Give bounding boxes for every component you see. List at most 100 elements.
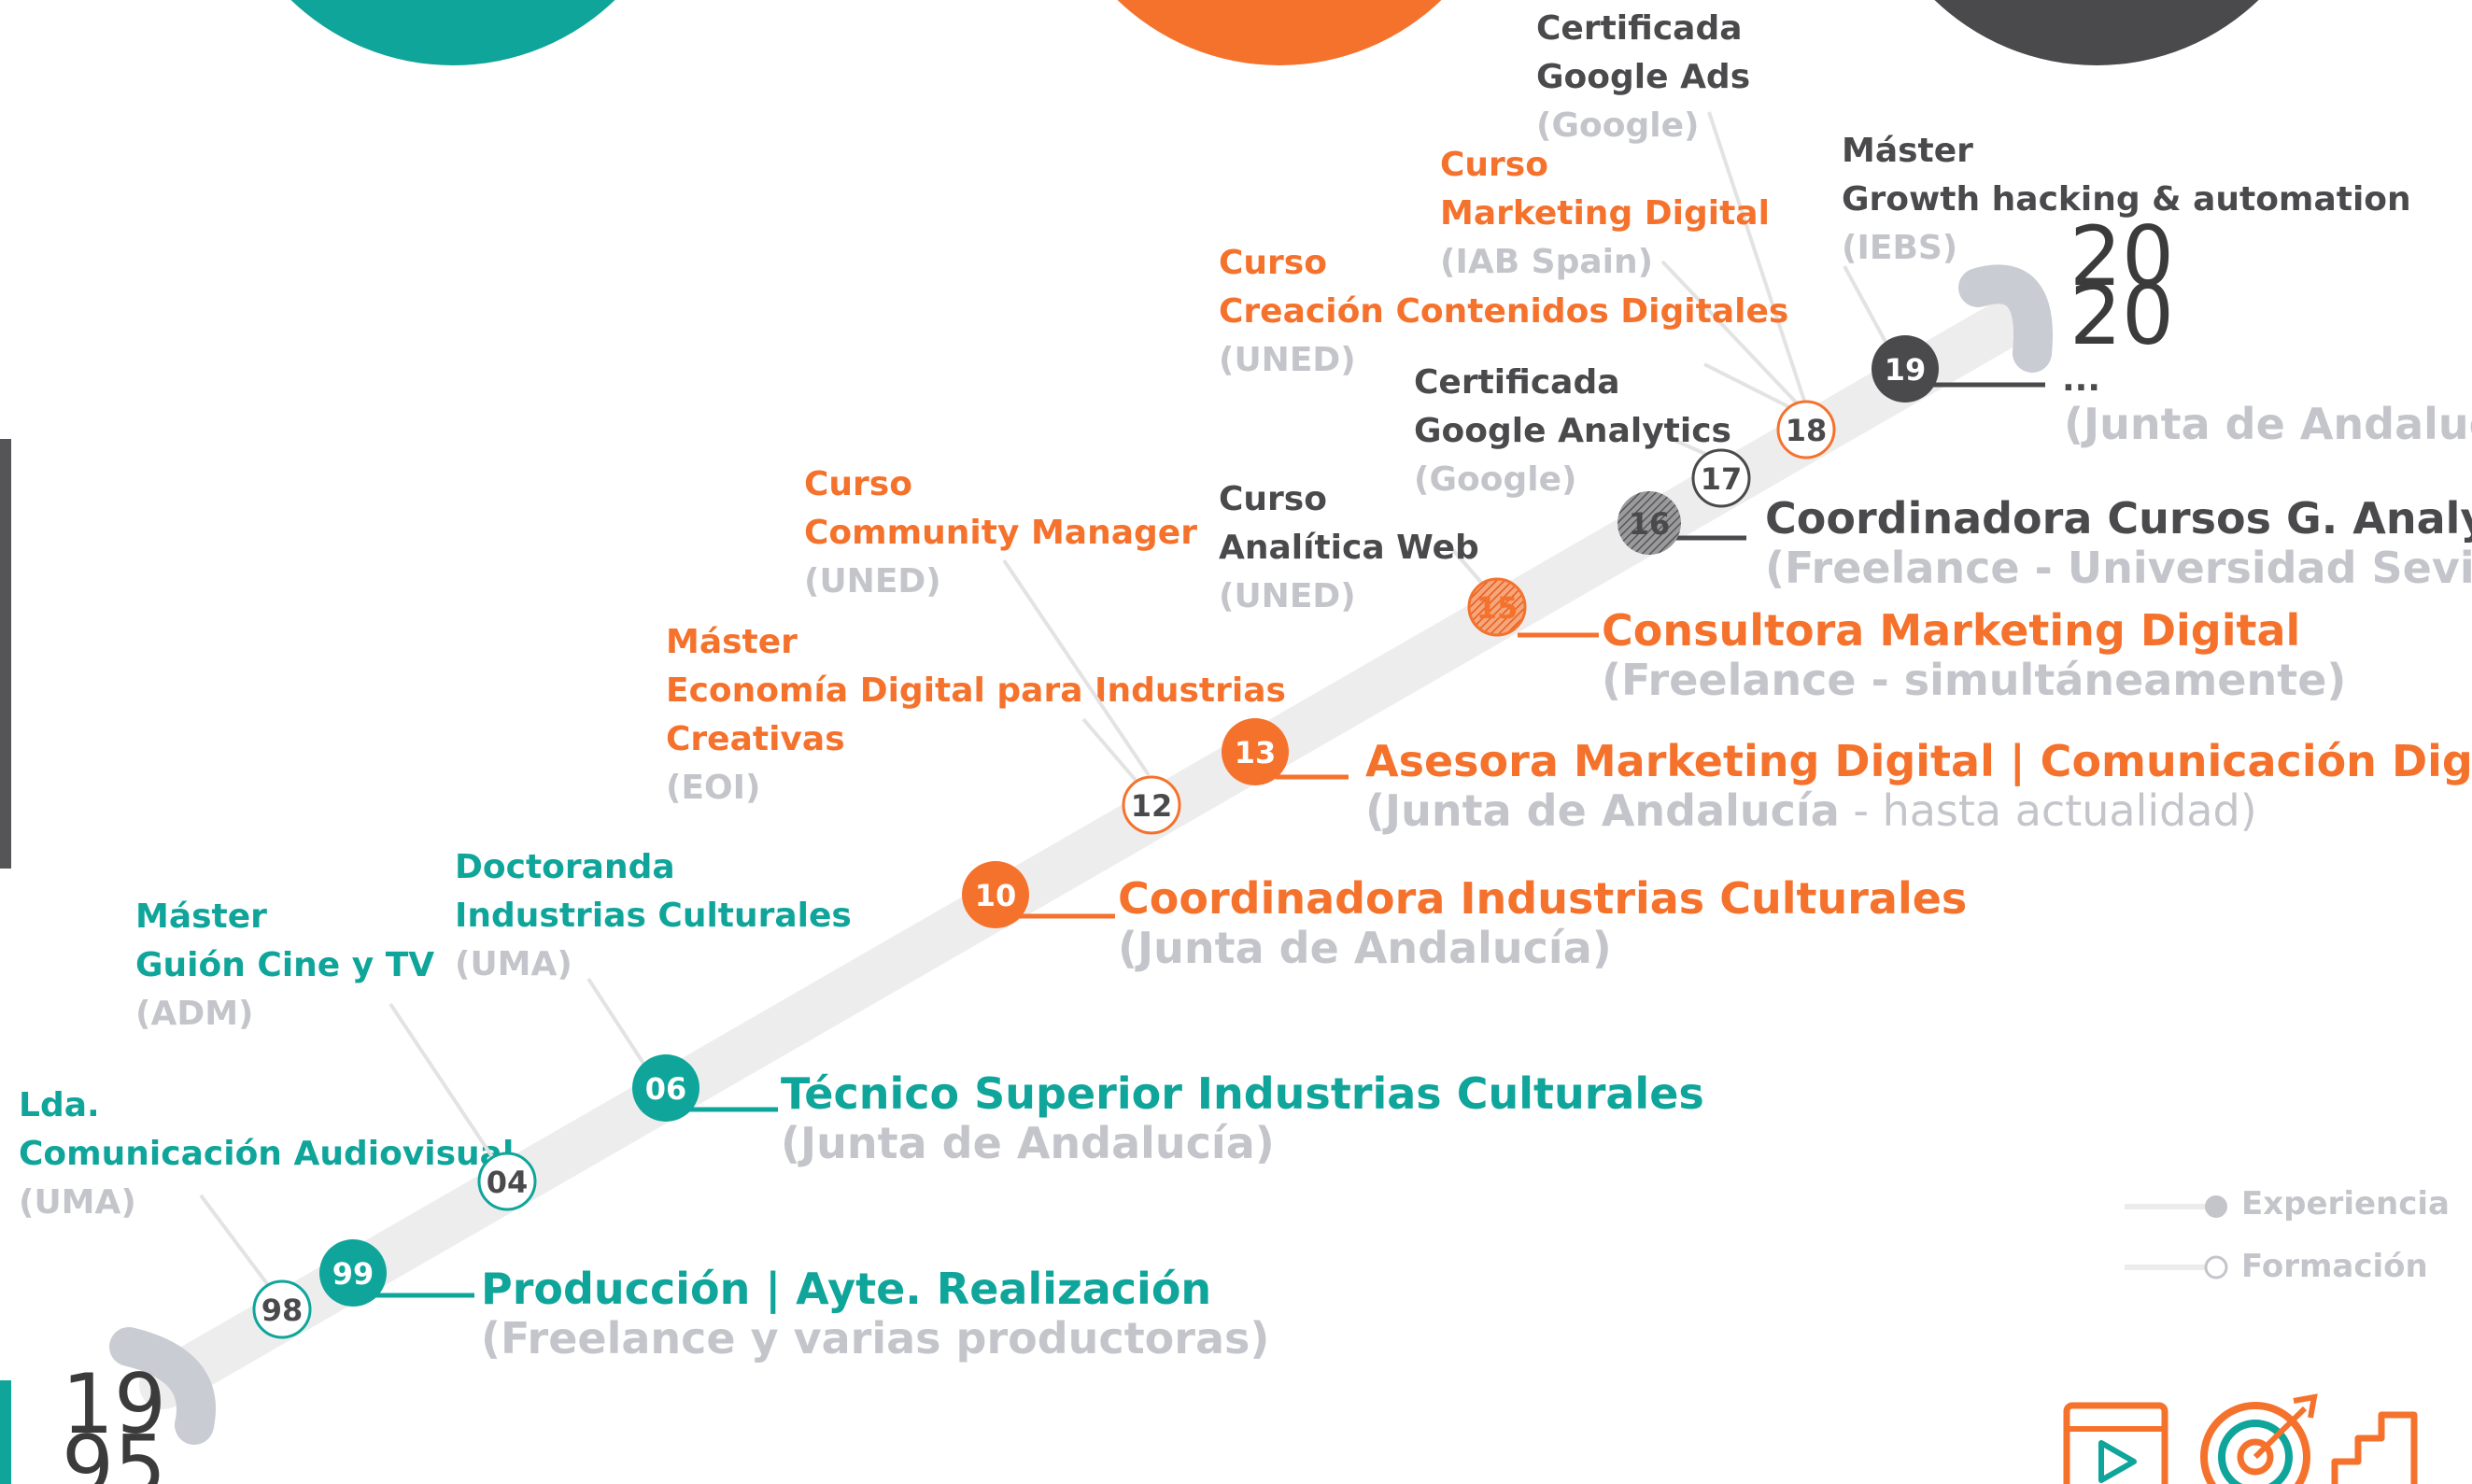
side-bar-teal xyxy=(0,1380,11,1484)
year-label-12: 12 xyxy=(1131,788,1173,824)
year-label-13: 13 xyxy=(1235,735,1277,770)
bar-chart-icon xyxy=(2331,1411,2418,1484)
legend-training-dot xyxy=(2204,1255,2228,1279)
decor-circle-orange xyxy=(1117,0,1442,65)
side-bar-dark xyxy=(0,439,11,869)
edu-9-line1: Curso xyxy=(1440,146,1548,184)
legend-training-label: Formación xyxy=(2241,1248,2428,1285)
edu-5-line3: (UNED) xyxy=(804,562,941,601)
legend-experience-dot xyxy=(2205,1195,2227,1218)
edu-6-line3: (UNED) xyxy=(1219,577,1356,615)
year-label-19: 19 xyxy=(1885,352,1927,388)
experience-entries: 99 Producción | Ayte. Realización (Freel… xyxy=(319,335,2472,1364)
end-year-bottom: 20 xyxy=(2069,267,2174,363)
year-label-98: 98 xyxy=(261,1293,304,1328)
exp-4-sub-org: (Junta de Andalucía xyxy=(1365,785,1840,836)
year-label-04: 04 xyxy=(487,1165,529,1200)
year-marker-19 xyxy=(1872,335,1939,403)
year-marker-17 xyxy=(1691,448,1751,508)
edu-3-line1: Doctoranda xyxy=(455,848,675,886)
leader-line xyxy=(199,1194,273,1291)
year-marker-12 xyxy=(1122,775,1181,835)
exp-6-sub: (Freelance - Universidad Sevilla) xyxy=(1765,543,2472,593)
leader-line xyxy=(586,977,646,1067)
exp-6-title: Coordinadora Cursos G. Analytics xyxy=(1765,493,2472,544)
exp-3-title: Coordinadora Industrias Culturales xyxy=(1118,873,1967,924)
exp-2-title: Técnico Superior Industrias Culturales xyxy=(781,1068,1704,1119)
year-label-10: 10 xyxy=(975,878,1017,913)
leader-line xyxy=(1002,558,1151,777)
year-label-99: 99 xyxy=(332,1256,374,1292)
year-marker-15 xyxy=(1467,577,1527,637)
end-hook xyxy=(1958,264,2053,373)
edu-3-line3: (UMA) xyxy=(455,945,572,983)
edu-7-line1: Certificada xyxy=(1414,363,1620,402)
edu-2-line1: Máster xyxy=(135,897,267,936)
edu-9-line2: Marketing Digital xyxy=(1440,194,1770,233)
edu-5-line1: Curso xyxy=(804,465,912,503)
year-marker-99 xyxy=(319,1239,387,1307)
target-icon xyxy=(2200,1393,2318,1484)
decor-circle-dark xyxy=(1934,0,2259,65)
education-entries: 98 Lda. Comunicación Audiovisual (UMA) 0… xyxy=(19,9,2411,1339)
edu-10-line1: Certificada xyxy=(1536,9,1743,48)
exp-3-sub: (Junta de Andalucía) xyxy=(1118,923,1612,973)
edu-10-line3: (Google) xyxy=(1536,106,1699,145)
edu-6-line2: Analítica Web xyxy=(1219,529,1479,567)
year-label-18: 18 xyxy=(1786,413,1828,448)
year-marker-13 xyxy=(1222,718,1289,785)
edu-7-line3: (Google) xyxy=(1414,460,1576,499)
edu-9-line3: (IAB Spain) xyxy=(1440,243,1653,281)
leader-line xyxy=(1703,362,1794,411)
exp-4-sub: (Junta de Andalucía - hasta actualidad) xyxy=(1365,785,2257,836)
decor-circle-teal xyxy=(290,0,615,65)
edu-4-line1: Máster xyxy=(666,623,798,661)
exp-7-sub: (Junta de Andalucía) xyxy=(2064,399,2472,449)
start-hook xyxy=(109,1327,216,1445)
edu-3-line2: Industrias Culturales xyxy=(455,897,852,935)
year-marker-06 xyxy=(632,1054,699,1122)
year-marker-98 xyxy=(252,1279,312,1339)
timeline-band xyxy=(139,298,2032,1409)
leader-line xyxy=(1081,717,1141,786)
end-year-top: 20 xyxy=(2069,208,2174,304)
edu-1-line1: Lda. xyxy=(19,1086,100,1124)
leader-line xyxy=(388,1002,495,1160)
start-year-bottom: 95 xyxy=(62,1418,166,1484)
edu-5-line2: Community Manager xyxy=(804,514,1197,552)
edu-2-line3: (ADM) xyxy=(135,995,253,1033)
edu-1-line2: Comunicación Audiovisual xyxy=(19,1135,514,1173)
video-player-icon xyxy=(2063,1402,2168,1484)
exp-1-title: Producción | Ayte. Realización xyxy=(481,1264,1211,1315)
edu-4-line3: (EOI) xyxy=(666,769,761,807)
exp-5-sub: (Freelance - simultáneamente) xyxy=(1602,655,2346,705)
exp-2-sub: (Junta de Andalucía) xyxy=(781,1118,1275,1168)
edu-4-line2: Economía Digital para Industrias xyxy=(666,671,1286,710)
edu-11-line1: Máster xyxy=(1842,132,1973,170)
leader-line xyxy=(1843,265,1888,345)
edu-11-line3: (IEBS) xyxy=(1842,229,1957,267)
edu-11-line2: Growth hacking & automation xyxy=(1842,180,2411,219)
edu-4-line2b: Creativas xyxy=(666,720,845,758)
year-label-15: 15 xyxy=(1476,590,1519,626)
exp-1-sub: (Freelance y varias productoras) xyxy=(481,1313,1269,1364)
legend-experience-label: Experiencia xyxy=(2241,1185,2450,1223)
exp-7-title: ... xyxy=(2062,360,2100,399)
leader-line xyxy=(1707,111,1809,410)
year-label-16: 16 xyxy=(1629,506,1671,542)
exp-5-title: Consultora Marketing Digital xyxy=(1602,605,2300,656)
edu-8-line1: Curso xyxy=(1219,244,1327,282)
leader-line xyxy=(1660,260,1804,411)
year-marker-16 xyxy=(1617,491,1681,555)
leader-line xyxy=(1444,540,1487,588)
edu-6-line1: Curso xyxy=(1219,480,1327,518)
year-marker-04 xyxy=(477,1152,537,1211)
edu-1-line3: (UMA) xyxy=(19,1183,136,1222)
year-marker-10 xyxy=(962,861,1029,928)
exp-4-sub-note: - hasta actualidad) xyxy=(1840,785,2257,836)
legend: Experiencia Formación xyxy=(2125,1185,2450,1285)
year-marker-18 xyxy=(1776,400,1836,459)
edu-8-line2: Creación Contenidos Digitales xyxy=(1219,292,1788,331)
edu-7-line2: Google Analytics xyxy=(1414,412,1731,450)
